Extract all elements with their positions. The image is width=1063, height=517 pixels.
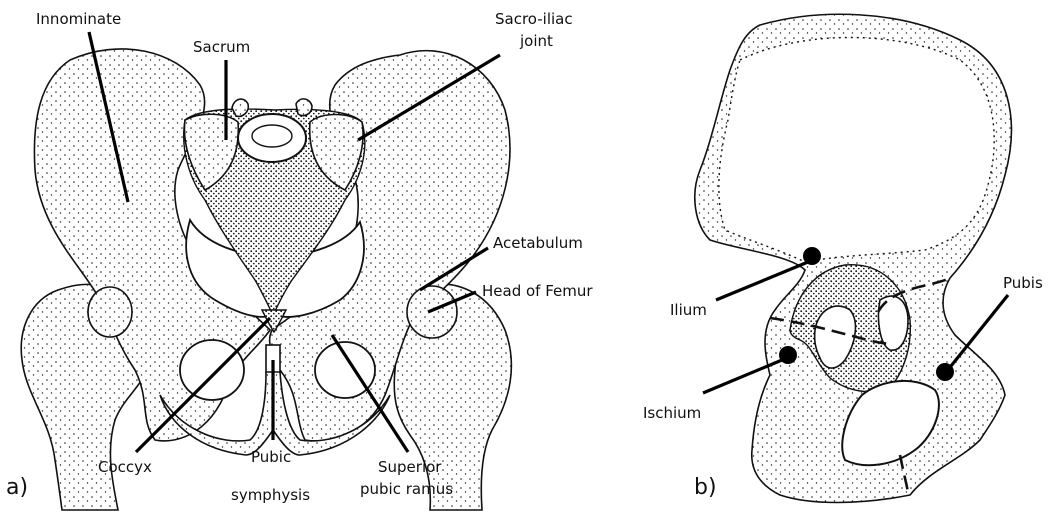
- label-pubis: Pubis: [1003, 274, 1043, 292]
- panel-a-tag: a): [6, 475, 28, 500]
- panel-a-pelvis-front-view: Innominate Sacrum Sacro-iliac joint Acet…: [6, 10, 593, 510]
- right-articular-process: [296, 99, 312, 116]
- left-articular-process: [232, 99, 248, 116]
- left-obturator-foramen: [180, 340, 244, 400]
- label-superior-pubic-ramus-line2: pubic ramus: [360, 480, 453, 498]
- label-sacroiliac-line1: Sacro-iliac: [495, 10, 573, 28]
- panel-b-hip-bone-lateral-view: Ilium Ischium Pubis b): [643, 14, 1043, 502]
- pubis-leader: [951, 295, 1008, 366]
- label-acetabulum: Acetabulum: [493, 234, 583, 252]
- label-coccyx: Coccyx: [98, 458, 152, 476]
- label-pubic-symphysis-line1: Pubic: [251, 448, 291, 466]
- panel-b-tag: b): [694, 475, 717, 500]
- label-head-of-femur: Head of Femur: [482, 282, 593, 300]
- label-ilium: Ilium: [670, 301, 707, 319]
- label-sacrum: Sacrum: [193, 38, 250, 56]
- sacral-body-inner: [252, 125, 292, 147]
- left-femoral-head: [88, 287, 132, 337]
- label-pubic-symphysis-line2: symphysis: [231, 486, 310, 504]
- label-ischium: Ischium: [643, 404, 701, 422]
- label-sacroiliac-line2: joint: [519, 32, 553, 50]
- label-innominate: Innominate: [36, 10, 121, 28]
- iliac-wing: [719, 38, 994, 263]
- label-superior-pubic-ramus-line1: Superior: [378, 458, 442, 476]
